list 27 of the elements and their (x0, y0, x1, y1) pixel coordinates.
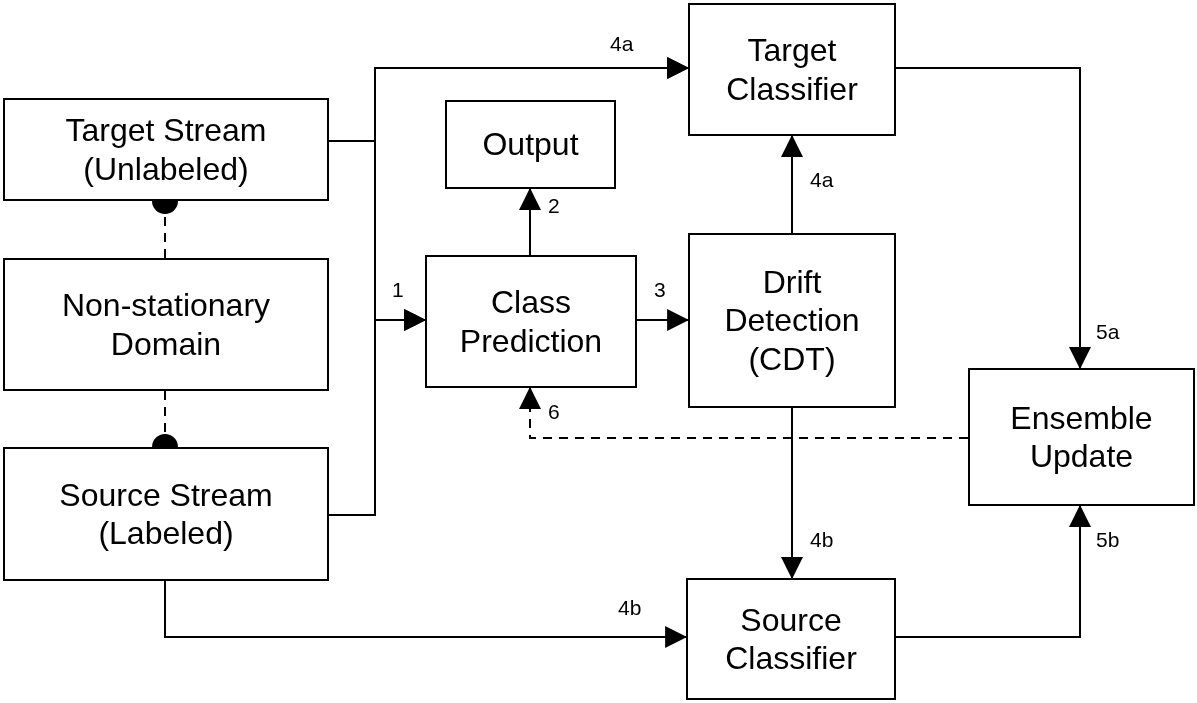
process-box (3, 98, 329, 201)
box-label: Target Stream (Unlabeled) (64, 111, 268, 188)
process-box (425, 255, 637, 388)
box-label: Non-stationary Domain (60, 286, 272, 363)
process-box (688, 3, 896, 136)
dashed-arrow (519, 386, 969, 439)
arrow (328, 309, 427, 516)
box-label: Output (481, 125, 580, 164)
box-label: Drift Detection (CDT) (723, 262, 861, 379)
process-box (3, 258, 329, 391)
box-label: Ensemble Update (1009, 398, 1154, 476)
box-label: Target Classifier (725, 31, 859, 108)
arrow (895, 67, 1091, 370)
process-box (688, 233, 896, 408)
arrow (781, 407, 803, 580)
box-label: Source Stream (Labeled) (58, 475, 274, 553)
arrow (519, 187, 541, 256)
arrow (895, 504, 1091, 638)
box-label: Class Prediction (458, 283, 604, 360)
box-label: Source Classifier (724, 600, 858, 678)
process-box (686, 578, 896, 700)
process-box (3, 447, 329, 581)
process-box (445, 100, 616, 189)
arrow (164, 580, 688, 648)
arrow (781, 134, 803, 234)
arrow (636, 309, 690, 331)
process-box (968, 368, 1195, 506)
